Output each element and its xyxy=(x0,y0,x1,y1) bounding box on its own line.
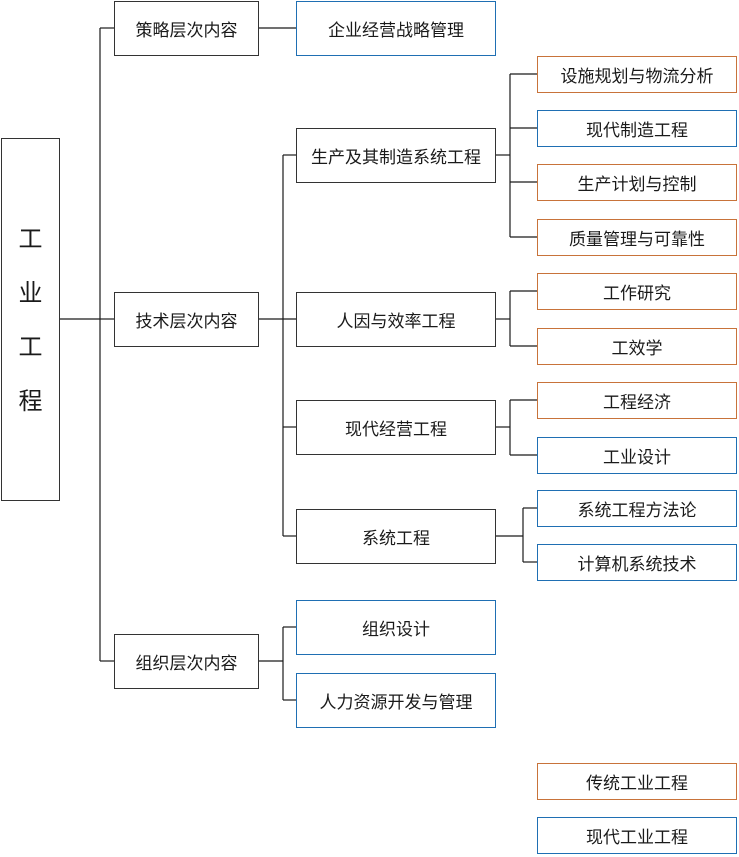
leaf-production-planning-control: 生产计划与控制 xyxy=(537,164,737,201)
level-node-organization: 组织层次内容 xyxy=(114,634,259,689)
node-enterprise-strategy-management: 企业经营战略管理 xyxy=(296,1,496,56)
root-char: 程 xyxy=(18,386,43,415)
leaf-work-study: 工作研究 xyxy=(537,273,737,310)
leaf-engineering-economics: 工程经济 xyxy=(537,382,737,419)
node-human-resource-development: 人力资源开发与管理 xyxy=(296,673,496,728)
node-organization-design: 组织设计 xyxy=(296,600,496,655)
leaf-facility-planning-logistics: 设施规划与物流分析 xyxy=(537,56,737,93)
legend-modern-ie: 现代工业工程 xyxy=(537,817,737,854)
leaf-systems-methodology: 系统工程方法论 xyxy=(537,490,737,527)
node-modern-management-engineering: 现代经营工程 xyxy=(296,400,496,455)
root-char: 工 xyxy=(18,224,43,253)
node-human-factors-efficiency: 人因与效率工程 xyxy=(296,292,496,347)
node-production-manufacturing-systems: 生产及其制造系统工程 xyxy=(296,128,496,183)
legend-traditional-ie: 传统工业工程 xyxy=(537,763,737,800)
leaf-ergonomics: 工效学 xyxy=(537,328,737,365)
level-node-strategy: 策略层次内容 xyxy=(114,1,259,56)
root-char: 工 xyxy=(18,332,43,361)
root-char: 业 xyxy=(18,278,43,307)
level-node-technical: 技术层次内容 xyxy=(114,292,259,347)
leaf-computer-systems-technology: 计算机系统技术 xyxy=(537,544,737,581)
root-node-industrial-engineering: 工 业 工 程 xyxy=(1,138,60,501)
leaf-industrial-design: 工业设计 xyxy=(537,437,737,474)
leaf-modern-manufacturing: 现代制造工程 xyxy=(537,110,737,147)
node-systems-engineering: 系统工程 xyxy=(296,509,496,564)
leaf-quality-reliability: 质量管理与可靠性 xyxy=(537,219,737,256)
